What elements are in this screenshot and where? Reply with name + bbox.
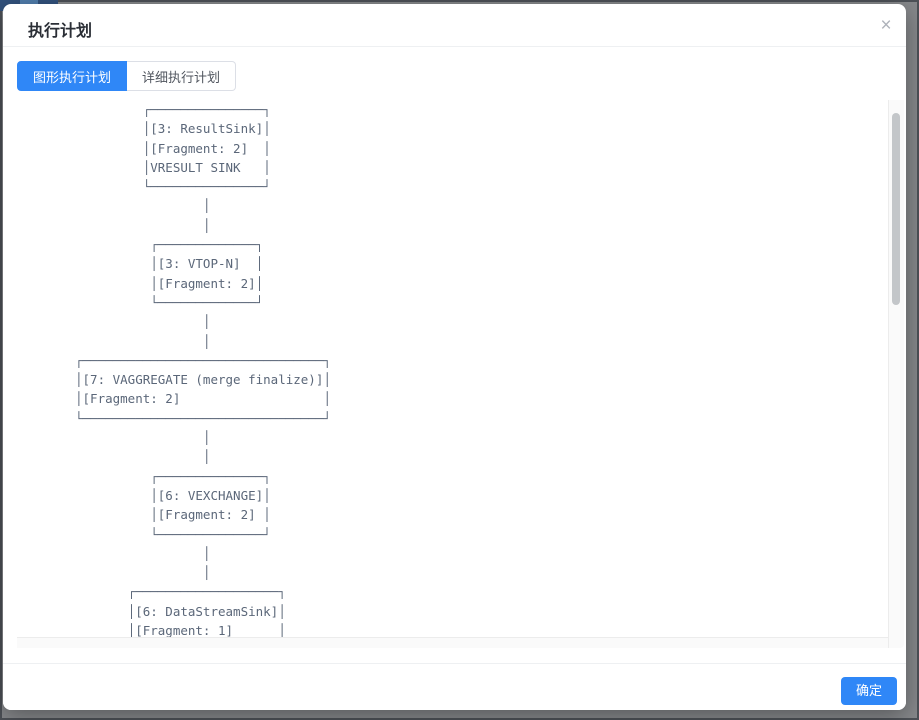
dialog-footer: 确定 <box>3 663 906 710</box>
plan-tabs: 图形执行计划 详细执行计划 <box>17 61 237 91</box>
vertical-scrollbar[interactable] <box>888 100 904 648</box>
confirm-button[interactable]: 确定 <box>840 677 897 705</box>
vertical-scrollbar-thumb[interactable] <box>892 113 900 305</box>
horizontal-scrollbar[interactable] <box>17 637 888 648</box>
plan-scroll-area: ┌───────────────┐ │[3: ResultSink]│ │[Fr… <box>17 100 904 648</box>
dialog-header: 执行计划 × <box>3 4 906 47</box>
execution-plan-dialog: 执行计划 × 图形执行计划 详细执行计划 ┌───────────────┐ │… <box>3 4 906 710</box>
dialog-title: 执行计划 <box>28 23 93 40</box>
tab-graphical-plan[interactable]: 图形执行计划 <box>17 61 128 91</box>
tab-detailed-plan[interactable]: 详细执行计划 <box>127 61 237 91</box>
close-icon[interactable]: × <box>880 15 892 36</box>
plan-pre: ┌───────────────┐ │[3: ResultSink]│ │[Fr… <box>75 102 331 637</box>
